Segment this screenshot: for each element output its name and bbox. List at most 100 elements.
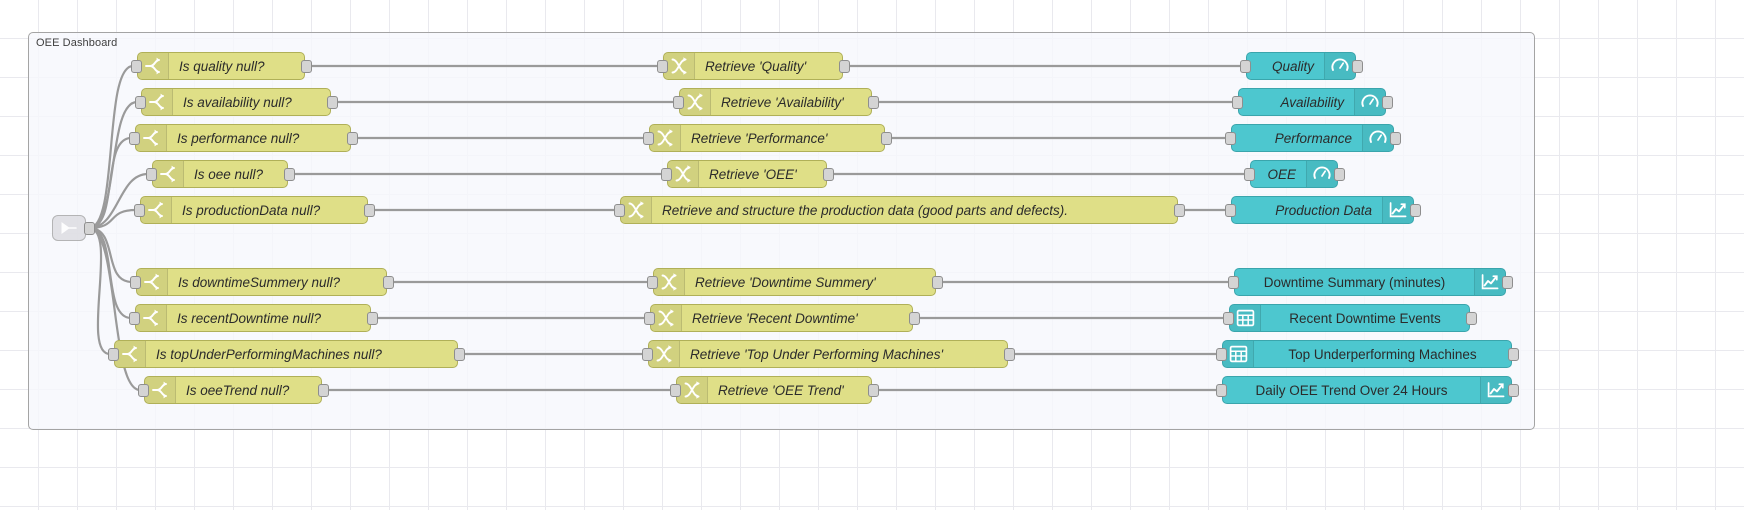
input-port-widget-top-underperforming[interactable] [1215, 347, 1227, 361]
output-port-switch-production-data[interactable] [363, 203, 375, 217]
output-port-widget-performance[interactable] [1389, 131, 1401, 145]
switch-icon [137, 269, 168, 295]
input-port-change-downtime-summary[interactable] [646, 275, 658, 289]
switch-node-label: Is availability null? [183, 94, 292, 110]
change-node-availability[interactable]: Retrieve 'Availability' [679, 88, 872, 116]
output-port-change-performance[interactable] [880, 131, 892, 145]
switch-node-quality[interactable]: Is quality null? [137, 52, 305, 80]
input-port-widget-oee[interactable] [1243, 167, 1255, 181]
widget-node-label: Daily OEE Trend Over 24 Hours [1255, 382, 1448, 398]
switch-node-availability[interactable]: Is availability null? [141, 88, 331, 116]
input-port-change-availability[interactable] [672, 95, 684, 109]
output-port-widget-top-underperforming[interactable] [1507, 347, 1519, 361]
switch-node-oee-trend[interactable]: Is oeeTrend null? [144, 376, 322, 404]
widget-node-label: Downtime Summary (minutes) [1263, 274, 1446, 290]
output-port-switch-availability[interactable] [326, 95, 338, 109]
gauge-icon [1362, 125, 1393, 151]
input-port-switch-downtime-summary[interactable] [129, 275, 141, 289]
change-node-quality[interactable]: Retrieve 'Quality' [663, 52, 843, 80]
input-port-widget-quality[interactable] [1239, 59, 1251, 73]
output-port-switch-oee-trend[interactable] [317, 383, 329, 397]
output-port-change-top-underperforming[interactable] [1003, 347, 1015, 361]
output-port-switch-top-underperforming[interactable] [453, 347, 465, 361]
widget-node-label: Quality [1271, 58, 1314, 74]
input-port-widget-downtime-summary[interactable] [1227, 275, 1239, 289]
output-port-widget-downtime-summary[interactable] [1501, 275, 1513, 289]
input-port-change-recent-downtime[interactable] [643, 311, 655, 325]
switch-node-label: Is quality null? [179, 58, 265, 74]
input-port-change-quality[interactable] [656, 59, 668, 73]
link-in-node[interactable] [52, 215, 86, 241]
change-node-production-data[interactable]: Retrieve and structure the production da… [620, 196, 1178, 224]
output-port-change-oee-trend[interactable] [867, 383, 879, 397]
output-port-change-production-data[interactable] [1173, 203, 1185, 217]
input-port-switch-performance[interactable] [128, 131, 140, 145]
input-port-widget-recent-downtime[interactable] [1222, 311, 1234, 325]
change-node-performance[interactable]: Retrieve 'Performance' [649, 124, 885, 152]
output-port-switch-oee[interactable] [283, 167, 295, 181]
output-port-widget-oee[interactable] [1333, 167, 1345, 181]
switch-node-top-underperforming[interactable]: Is topUnderPerformingMachines null? [114, 340, 458, 368]
input-port-change-production-data[interactable] [613, 203, 625, 217]
output-port-widget-production-data[interactable] [1409, 203, 1421, 217]
chart-icon [1480, 377, 1511, 403]
change-node-oee[interactable]: Retrieve 'OEE' [667, 160, 827, 188]
input-port-switch-quality[interactable] [130, 59, 142, 73]
output-port-switch-recent-downtime[interactable] [366, 311, 378, 325]
switch-node-recent-downtime[interactable]: Is recentDowntime null? [135, 304, 371, 332]
change-node-label: Retrieve 'Quality' [705, 58, 807, 74]
gauge-icon [1324, 53, 1355, 79]
widget-node-downtime-summary[interactable]: Downtime Summary (minutes) [1234, 268, 1506, 296]
widget-node-performance[interactable]: Performance [1231, 124, 1394, 152]
change-node-oee-trend[interactable]: Retrieve 'OEE Trend' [676, 376, 872, 404]
table-icon [1230, 305, 1261, 331]
output-port-change-oee[interactable] [822, 167, 834, 181]
input-port-widget-availability[interactable] [1231, 95, 1243, 109]
switch-node-oee[interactable]: Is oee null? [152, 160, 288, 188]
output-port-switch-performance[interactable] [346, 131, 358, 145]
input-port-change-oee[interactable] [660, 167, 672, 181]
output-port-switch-quality[interactable] [300, 59, 312, 73]
input-port-change-oee-trend[interactable] [669, 383, 681, 397]
output-port-switch-downtime-summary[interactable] [382, 275, 394, 289]
output-port-change-recent-downtime[interactable] [908, 311, 920, 325]
switch-node-label: Is oee null? [194, 166, 264, 182]
widget-node-availability[interactable]: Availability [1238, 88, 1386, 116]
input-port-widget-performance[interactable] [1224, 131, 1236, 145]
chart-icon [1382, 197, 1413, 223]
widget-node-oee-trend[interactable]: Daily OEE Trend Over 24 Hours [1222, 376, 1512, 404]
change-node-recent-downtime[interactable]: Retrieve 'Recent Downtime' [650, 304, 913, 332]
output-port-change-downtime-summary[interactable] [931, 275, 943, 289]
switch-node-performance[interactable]: Is performance null? [135, 124, 351, 152]
widget-node-quality[interactable]: Quality [1246, 52, 1356, 80]
widget-node-top-underperforming[interactable]: Top Underperforming Machines [1222, 340, 1512, 368]
widget-node-production-data[interactable]: Production Data [1231, 196, 1414, 224]
output-port-link-in-node[interactable] [83, 221, 95, 235]
switch-node-label: Is downtimeSummery null? [178, 274, 341, 290]
output-port-change-availability[interactable] [867, 95, 879, 109]
input-port-switch-production-data[interactable] [133, 203, 145, 217]
change-node-top-underperforming[interactable]: Retrieve 'Top Under Performing Machines' [648, 340, 1008, 368]
output-port-widget-quality[interactable] [1351, 59, 1363, 73]
output-port-widget-recent-downtime[interactable] [1465, 311, 1477, 325]
switch-icon [136, 125, 167, 151]
input-port-widget-oee-trend[interactable] [1215, 383, 1227, 397]
input-port-widget-production-data[interactable] [1224, 203, 1236, 217]
output-port-change-quality[interactable] [838, 59, 850, 73]
output-port-widget-availability[interactable] [1381, 95, 1393, 109]
input-port-change-top-underperforming[interactable] [641, 347, 653, 361]
input-port-switch-oee-trend[interactable] [137, 383, 149, 397]
switch-node-downtime-summary[interactable]: Is downtimeSummery null? [136, 268, 387, 296]
widget-node-label: Recent Downtime Events [1289, 310, 1441, 326]
switch-node-production-data[interactable]: Is productionData null? [140, 196, 368, 224]
widget-node-recent-downtime[interactable]: Recent Downtime Events [1229, 304, 1470, 332]
input-port-switch-top-underperforming[interactable] [107, 347, 119, 361]
widget-node-oee[interactable]: OEE [1250, 160, 1338, 188]
input-port-switch-recent-downtime[interactable] [128, 311, 140, 325]
input-port-switch-oee[interactable] [145, 167, 157, 181]
output-port-widget-oee-trend[interactable] [1507, 383, 1519, 397]
input-port-switch-availability[interactable] [134, 95, 146, 109]
change-node-downtime-summary[interactable]: Retrieve 'Downtime Summery' [653, 268, 936, 296]
input-port-change-performance[interactable] [642, 131, 654, 145]
